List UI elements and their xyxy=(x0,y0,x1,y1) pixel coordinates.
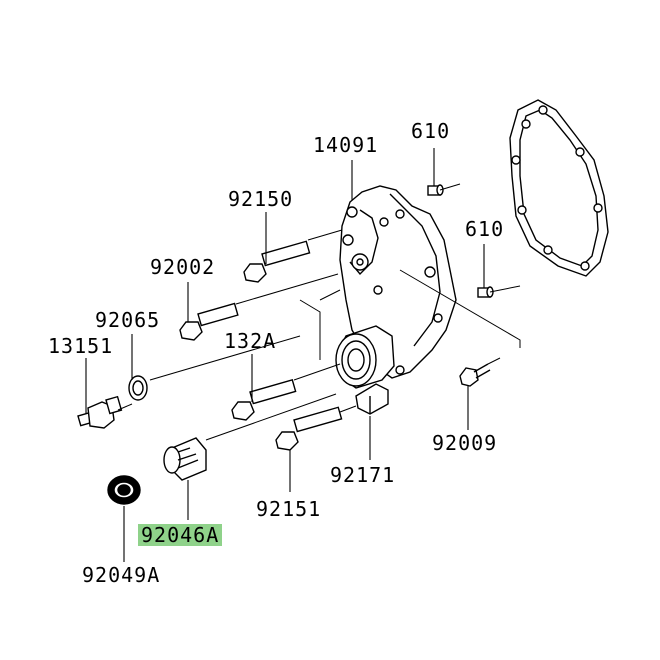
label-13151: 13151 xyxy=(48,334,114,358)
label-92065: 92065 xyxy=(95,308,161,332)
washer-92065 xyxy=(128,375,148,401)
label-92009: 92009 xyxy=(432,431,498,455)
gasket xyxy=(509,99,609,277)
label-92171: 92171 xyxy=(330,463,396,487)
label-610-upper: 610 xyxy=(411,119,451,143)
label-92002: 92002 xyxy=(150,255,216,279)
bolt-132A xyxy=(231,379,297,421)
leader-lines xyxy=(85,148,485,562)
bolt-92151 xyxy=(275,406,343,451)
sensor-13151 xyxy=(77,395,123,429)
assembly-guide-lines xyxy=(117,183,521,441)
label-92049A: 92049A xyxy=(82,563,161,587)
label-92150: 92150 xyxy=(228,187,294,211)
bolt-92150 xyxy=(243,240,311,283)
clamp-bracket xyxy=(355,383,389,415)
label-92046A-highlighted[interactable]: 92046A xyxy=(138,524,223,546)
bolt-92009 xyxy=(459,363,491,387)
bolt-92002 xyxy=(179,302,239,341)
label-132A: 132A xyxy=(224,329,277,353)
label-610-lower: 610 xyxy=(465,217,505,241)
pump-housing xyxy=(335,185,457,389)
label-92151: 92151 xyxy=(256,497,322,521)
oil-seal-92049A xyxy=(107,475,141,505)
bearing-92046A xyxy=(163,437,207,481)
label-14091: 14091 xyxy=(313,133,379,157)
